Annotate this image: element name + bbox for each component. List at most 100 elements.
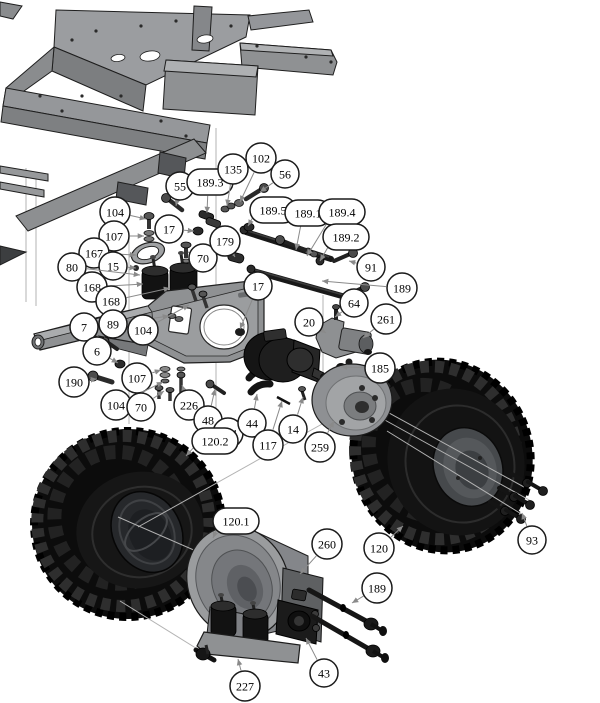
balloon-70-circle [188,243,218,273]
balloon-190: 190 [58,366,98,398]
balloon-120-circle [363,532,395,564]
balloon-80-label: 80 [66,261,78,275]
balloon-43-label: 43 [318,667,330,681]
balloon-189.2-circle [322,223,370,251]
leader-190 [89,377,98,383]
leader-93 [521,512,528,527]
balloon-120.1: 120.1 [212,507,260,539]
balloon-104-2-circle [127,314,159,346]
balloon-93-circle [517,525,547,555]
bolt-48 [210,383,226,395]
balloon-43: 43 [305,637,339,688]
leader-120.2 [185,447,195,457]
leader-91 [348,260,357,266]
balloon-56: 56 [259,159,300,193]
balloon-189.5-label: 189.5 [260,204,287,218]
balloon-20: 20 [294,307,327,337]
balloon-189.1-label: 189.1 [295,207,322,221]
brake-disc-259 [311,363,393,437]
balloon-14: 14 [278,396,308,444]
leader-107-2 [152,369,162,375]
bolt-56 [243,186,265,202]
leader-260 [299,555,317,575]
balloon-259-label: 259 [311,441,329,455]
balloon-104-label: 104 [106,206,124,220]
balloon-189.2: 189.2 [319,223,370,262]
balloon-179: 179 [209,225,241,258]
leader-120.1 [212,529,219,539]
balloon-43-circle [309,658,339,688]
leader-261 [362,328,375,339]
leader-102 [239,172,255,203]
balloon-6-circle [82,336,112,366]
balloon-190-label: 190 [65,376,83,390]
balloon-17-2: 17 [239,271,273,330]
balloon-179-circle [209,225,241,257]
leader-15 [127,264,137,271]
balloon-17-2-circle [243,271,273,301]
balloon-135: 135 [217,153,249,207]
balloon-260-circle [311,528,343,560]
leader-14 [297,396,304,415]
nut-6 [114,359,126,369]
leader-80 [86,268,141,278]
balloon-104-2-label: 104 [134,324,152,338]
balloon-70-2: 70 [126,390,165,422]
balloon-261-label: 261 [377,313,395,327]
balloon-70: 70 [187,243,218,273]
balloon-189-2-circle [361,572,393,604]
leader-135 [225,184,231,207]
leader-179 [229,250,236,258]
leader-189.4 [306,222,328,257]
leader-104-2 [156,304,190,323]
balloon-89-circle [98,309,128,339]
balloon-55-label: 55 [174,180,186,194]
pin-117 [276,395,291,406]
tie-rod-bottom [306,587,369,624]
leader-44 [253,393,259,409]
balloon-104: 104 [99,196,147,228]
balloon-117-circle [252,429,284,461]
balloon-189-circle [386,272,418,304]
bolt-190 [93,374,115,385]
balloon-102-label: 102 [252,152,270,166]
balloon-261: 261 [362,303,402,339]
balloon-20-circle [294,307,324,337]
bolt-189-1 [281,239,307,252]
balloon-120.2-circle [191,427,239,455]
bolt-104-top [147,217,151,229]
balloon-6-label: 6 [94,345,100,359]
leader-64 [334,311,343,318]
balloon-120.2-label: 120.2 [202,435,229,449]
leader-189.5 [247,217,254,227]
balloon-261-circle [370,303,402,335]
leader-104 [130,214,147,221]
balloon-189.5: 189.5 [247,196,297,227]
leader-189.2 [319,246,329,262]
balloon-6: 6 [82,336,119,366]
chassis-frame [0,1,338,266]
balloon-190-circle [58,366,90,398]
leader-20 [319,327,327,334]
balloon-120.1-circle [212,507,260,535]
bolt-70-top [184,246,188,258]
balloon-15-label: 15 [107,260,119,274]
balloon-89: 89 [98,309,170,339]
leader-189.3 [204,195,211,214]
balloon-185: 185 [340,352,396,384]
leader-43 [305,637,318,660]
balloon-179-label: 179 [216,235,234,249]
washer-102 [234,199,244,207]
bolt-14 [300,390,307,401]
leader-120 [390,525,404,538]
balloon-120: 120 [363,525,404,564]
balloon-189.2-label: 189.2 [333,231,360,245]
balloon-189: 189 [321,272,418,304]
balloon-259-circle [304,431,336,463]
balloon-89-label: 89 [107,318,119,332]
balloon-17: 17 [154,214,195,244]
right-tire [349,357,535,555]
